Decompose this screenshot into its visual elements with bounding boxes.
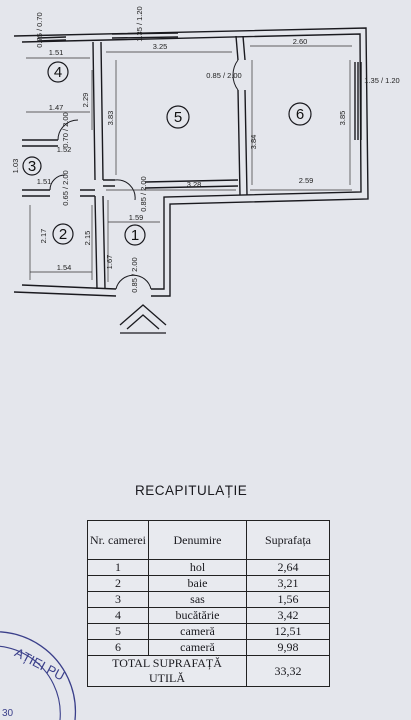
dim-room5-door: 0.85 / 2.00 <box>206 71 241 80</box>
row-name: cameră <box>148 623 247 640</box>
row-name: sas <box>148 591 247 608</box>
wall-4-3 <box>22 139 58 147</box>
door-arc-4 <box>57 119 79 141</box>
recap-header-row: Nr. camerei Denumire Suprafața <box>87 520 330 560</box>
dim-room2-width: 1.54 <box>57 263 72 272</box>
row-nr: 2 <box>87 575 149 592</box>
door-arc-entry <box>115 274 152 290</box>
dim-room6-width-bottom: 2.59 <box>299 176 314 185</box>
row-name: hol <box>148 559 247 576</box>
row-area: 12,51 <box>246 623 330 640</box>
floor-plan: 4 3 5 6 2 1 0.75 / 0.70 1.35 / 1.20 1.35… <box>11 6 400 334</box>
door-arc-5 <box>232 59 239 91</box>
dim-room4-width: 1.51 <box>49 48 64 57</box>
table-row: 3 sas 1,56 <box>87 591 330 608</box>
table-row: 2 baie 3,21 <box>87 575 330 592</box>
room-1-circle <box>124 224 146 246</box>
dim-room4-door: 0.70 / 2.00 <box>61 112 70 147</box>
table-row: 1 hol 2,64 <box>87 559 330 576</box>
total-value: 33,32 <box>246 655 330 687</box>
dim-room2-height: 2.17 <box>39 229 48 244</box>
row-area: 2,64 <box>246 559 330 576</box>
dim-room4-width-inner: 1.47 <box>49 103 64 112</box>
row-nr: 5 <box>87 623 149 640</box>
total-label-line2: UTILĂ <box>149 671 185 685</box>
room-6-circle <box>288 102 312 126</box>
row-name: cameră <box>148 639 247 656</box>
room-3-circle <box>22 156 42 176</box>
room-6-number: 6 <box>296 106 304 123</box>
row-name: baie <box>148 575 247 592</box>
door-arc-1 <box>114 179 136 201</box>
row-area: 3,21 <box>246 575 330 592</box>
recap-table: Nr. camerei Denumire Suprafața 1 hol 2,6… <box>87 520 330 687</box>
right-window <box>354 62 362 140</box>
dim-room1-width: 1.59 <box>129 213 144 222</box>
wall-below-5 <box>103 179 239 189</box>
dim-entry-door: 0.85 / 2.00 <box>130 257 139 292</box>
room-4-circle <box>47 61 69 83</box>
dim-room1-height: 1.67 <box>105 255 114 270</box>
wall-5-6 <box>235 35 248 196</box>
dim-room5-height: 3.83 <box>106 111 115 126</box>
dim-room4-height: 2.29 <box>81 93 90 108</box>
dim-room6-height-left: 3.84 <box>249 135 258 150</box>
row-area: 1,56 <box>246 591 330 608</box>
dim-room3-width: 1.52 <box>57 145 72 154</box>
dim-room2-height-b: 2.15 <box>83 231 92 246</box>
dim-room2-door: 0.65 / 2.00 <box>61 170 70 205</box>
room-5-circle <box>166 105 190 129</box>
dim-room6-width-top: 2.60 <box>293 37 308 46</box>
table-row: 5 cameră 12,51 <box>87 623 330 640</box>
room-2-number: 2 <box>59 226 67 243</box>
room-1-number: 1 <box>131 227 139 244</box>
stamp-number: 30 <box>2 708 14 719</box>
row-nr: 3 <box>87 591 149 608</box>
dim-room5-width-bottom: 3.28 <box>187 180 202 189</box>
dim-room1-door: 0.85 / 2.00 <box>139 176 148 211</box>
room-5-number: 5 <box>174 109 182 126</box>
room-4-number: 4 <box>54 64 62 81</box>
dim-room5-width-top: 3.25 <box>153 42 168 51</box>
top-window-mid <box>111 32 179 39</box>
dim-room6-height-right: 3.85 <box>338 111 347 126</box>
dim-top-mid-window: 1.35 / 1.20 <box>135 6 144 41</box>
dim-room3-height: 1.03 <box>11 159 20 174</box>
outer-wall-outer <box>13 27 369 297</box>
wall-left-col <box>92 41 104 181</box>
header-area: Suprafața <box>246 520 330 560</box>
table-row: 4 bucătărie 3,42 <box>87 607 330 624</box>
header-nr: Nr. camerei <box>87 520 149 560</box>
row-area: 9,98 <box>246 639 330 656</box>
table-row: 6 cameră 9,98 <box>87 639 330 656</box>
total-label-line1: TOTAL SUPRAFAȚĂ <box>112 656 222 670</box>
outer-wall-inner <box>21 33 362 290</box>
row-area: 3,42 <box>246 607 330 624</box>
row-name: bucătărie <box>148 607 247 624</box>
dim-top-left-window: 0.75 / 0.70 <box>35 12 44 47</box>
total-row: TOTAL SUPRAFAȚĂ UTILĂ 33,32 <box>87 655 330 687</box>
stamp-text: AȚIEI PU <box>12 645 67 684</box>
header-name: Denumire <box>148 520 247 560</box>
dim-room3-width-b: 1.51 <box>37 177 52 186</box>
room-2-circle <box>52 223 74 245</box>
top-window-left <box>37 36 67 42</box>
total-label: TOTAL SUPRAFAȚĂ UTILĂ <box>87 655 247 687</box>
row-nr: 4 <box>87 607 149 624</box>
stamp: AȚIEI PU 30 <box>0 631 77 720</box>
room-3-number: 3 <box>28 158 36 175</box>
wall-3-2 <box>22 189 95 197</box>
recap-title: RECAPITULAȚIE <box>135 483 248 498</box>
row-nr: 6 <box>87 639 149 656</box>
door-arc-2 <box>49 174 66 191</box>
wall-2-1 <box>94 195 106 290</box>
entrance-arrow <box>119 304 167 334</box>
row-nr: 1 <box>87 559 149 576</box>
dim-right-window: 1.35 / 1.20 <box>364 76 399 85</box>
